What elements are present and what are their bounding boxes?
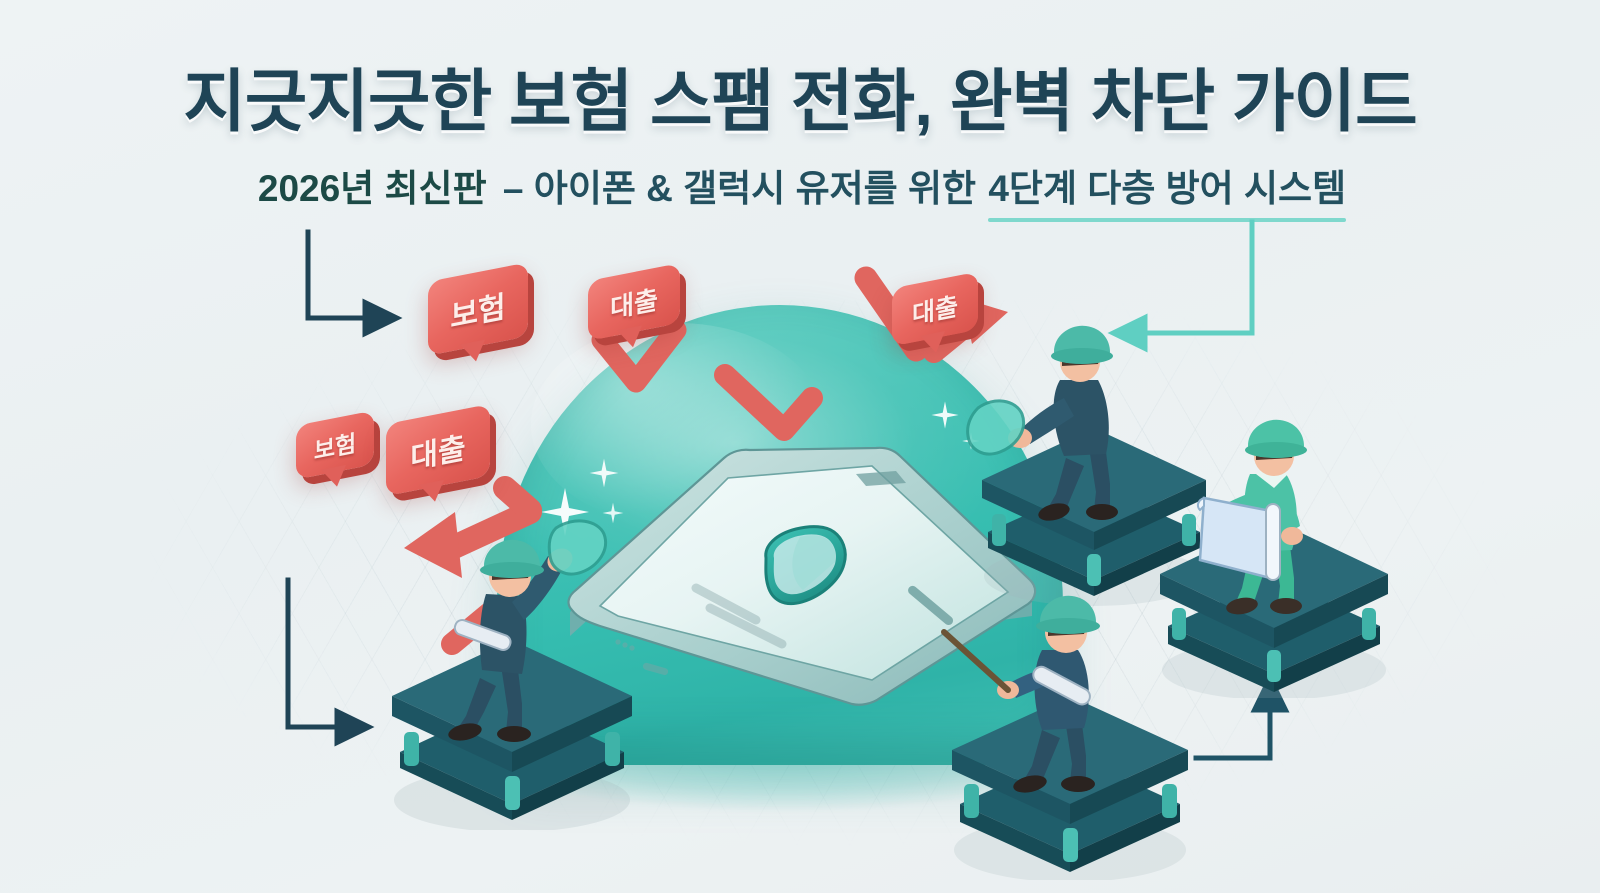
bubble-tail [919,331,945,357]
subtitle-highlight-teal: 4단계 다층 방어 시스템 [988,158,1346,222]
spam-bubble-label: 보험 [450,290,506,335]
subtitle-middle-text: – 아이폰 & 갤럭시 유저를 위한 [492,168,987,209]
shield-icon [764,525,847,606]
cleaning-cloth [547,519,607,576]
worker-figure [941,595,1100,793]
pointer-stick [941,629,1011,693]
spam-bubble-label: 대출 [610,283,658,324]
spam-bubble-label: 보험 [313,429,357,465]
bubble-tail [460,339,485,365]
smartphone [567,446,1037,706]
worker-right [1160,419,1388,698]
spam-bubble-loan: 대출 [386,403,490,505]
spam-bubble-label: 대출 [410,431,466,476]
connector-bottom-left [285,577,375,747]
page-title: 지긋지긋한 보험 스팸 전화, 완벽 차단 가이드 [183,64,1417,140]
connector-top-left [305,229,403,338]
worker-figure [1008,325,1118,521]
worker-top-right [966,325,1206,606]
worker-bottom-mid [941,595,1188,880]
spam-bubble-insurance: 보험 [296,410,374,490]
subtitle-highlight-yellow: 2026년 최신판 [253,158,491,212]
worker-figure [1196,419,1307,615]
page-subtitle: 2026년 최신판 – 아이폰 & 갤럭시 유저를 위한 4단계 다층 방어 시… [0,158,1600,222]
worker-left [392,519,632,830]
bubble-tail [320,464,346,490]
spam-bubble-insurance: 보험 [428,262,528,365]
cleaning-cloth [966,399,1025,456]
